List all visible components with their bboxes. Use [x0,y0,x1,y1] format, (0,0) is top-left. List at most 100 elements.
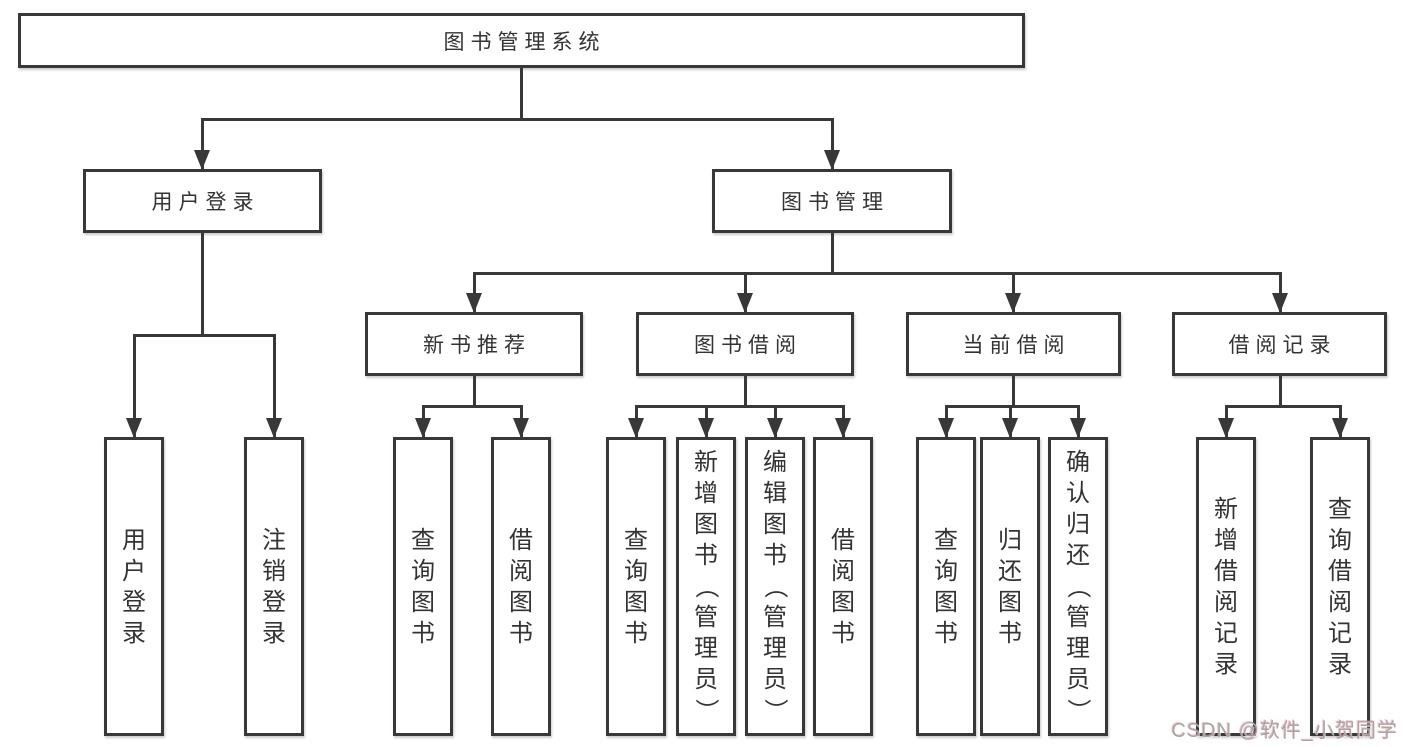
connector-bar [472,271,1282,275]
connector-drop [132,335,136,437]
label-char: 录 [122,619,146,647]
connector-bar [200,117,834,121]
label-char: 注 [262,526,286,554]
label-char: 图 [509,588,533,616]
node-label: 借阅图书 [509,440,533,733]
connector-drop [1278,273,1282,312]
label-char: 书 [763,542,787,569]
label-char: 书 [694,542,718,569]
arrowhead-down-icon [835,418,851,438]
label-char: 查 [1328,495,1352,523]
node-label: 新增图书（管理员） [693,440,720,733]
label-char: 管 [694,604,718,631]
tree-node-records: 借阅记录 [1172,312,1387,376]
arrowhead-down-icon [194,150,210,170]
label-char: 图 [694,511,718,538]
label-char: 录 [262,619,286,647]
label-char-paren: ） [1064,698,1092,723]
label-char-paren: （ [1064,574,1092,599]
tree-node-records-query: 查询借阅记录 [1310,437,1370,736]
arrowhead-down-icon [767,418,783,438]
arrowhead-down-icon [415,418,431,438]
node-label: 查询图书 [411,440,435,733]
node-label: 借阅图书 [831,440,855,733]
connector-drop [743,273,747,312]
label-char: 借 [831,526,855,554]
connector-drop [1011,273,1015,312]
label-char: 书 [624,619,648,647]
label-char: 借 [509,526,533,554]
connector-stem [472,376,476,406]
tree-node-rec-borrow: 借阅图书 [491,437,551,736]
arrowhead-down-icon [1005,293,1021,313]
tree-node-login-user: 用户登录 [104,437,164,736]
label-char: 图 [763,511,787,538]
arrowhead-down-icon [737,293,753,313]
connector-stem [830,233,834,273]
tree-node-records-add: 新增借阅记录 [1196,437,1256,736]
connector-drop [200,119,204,169]
csdn-watermark: CSDN @软件_小贺同学 [1171,720,1398,742]
label-char: 图 [998,588,1022,616]
node-label: 图书管理系统 [443,30,606,54]
connector-drop [472,273,476,312]
label-char: 图 [411,588,435,616]
label-char: 管 [1066,604,1090,631]
arrowhead-down-icon [698,418,714,438]
connector-stem [200,233,204,335]
tree-node-borrow-query: 查询图书 [606,437,666,736]
arrowhead-down-icon [628,418,644,438]
label-char: 阅 [509,557,533,585]
connector-stem [519,68,523,119]
label-char: 记 [1328,619,1352,647]
label-char: 查 [624,526,648,554]
label-char: 增 [694,480,718,507]
label-char: 户 [122,557,146,585]
arrowhead-down-icon [466,293,482,313]
tree-node-login-logout: 注销登录 [244,437,304,736]
tree-node-rec-query: 查询图书 [393,437,453,736]
label-char: 图 [831,588,855,616]
tree-node-current-return: 归还图书 [980,437,1040,736]
label-char: 查 [934,526,958,554]
connector-stem [1011,376,1015,406]
label-char: 员 [1066,666,1090,693]
label-char: 书 [831,619,855,647]
label-char: 询 [624,557,648,585]
label-char: 询 [411,557,435,585]
label-char: 书 [509,619,533,647]
arrowhead-down-icon [1332,418,1348,438]
label-char: 还 [1066,542,1090,569]
label-char: 理 [1066,635,1090,662]
label-char: 询 [1328,526,1352,554]
label-char: 阅 [1328,588,1352,616]
label-char: 记 [1214,619,1238,647]
label-char: 编 [763,449,787,476]
node-label: 查询图书 [624,440,648,733]
label-char: 图 [624,588,648,616]
label-char: 还 [998,557,1022,585]
tree-node-current-query: 查询图书 [916,437,976,736]
connector-stem [1278,376,1282,406]
arrowhead-down-icon [1218,418,1234,438]
label-char: 书 [411,619,435,647]
label-char: 管 [763,604,787,631]
label-char: 登 [262,588,286,616]
label-char: 借 [1328,557,1352,585]
label-char-paren: ） [692,698,720,723]
node-label: 编辑图书（管理员） [762,440,789,733]
arrowhead-down-icon [1070,418,1086,438]
connector-bar [634,404,845,408]
arrowhead-down-icon [824,150,840,170]
node-label: 确认归还（管理员） [1065,440,1092,733]
node-label: 借阅记录 [1228,334,1337,357]
label-char: 阅 [1214,588,1238,616]
arrowhead-down-icon [938,418,954,438]
tree-node-current: 当前借阅 [906,312,1121,376]
tree-node-borrow: 图书借阅 [636,312,854,376]
label-char: 归 [1066,511,1090,538]
arrowhead-down-icon [513,418,529,438]
node-label: 图书借阅 [694,334,802,357]
label-char: 图 [934,588,958,616]
connector-bar [944,404,1080,408]
